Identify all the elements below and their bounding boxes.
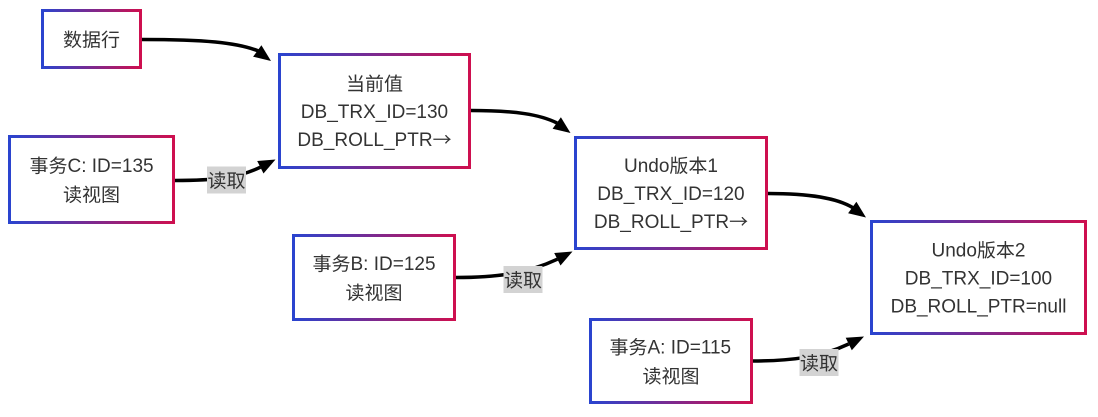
- svg-text:C: ID=135: C: ID=135: [68, 156, 154, 177]
- svg-text:DB_TRX_ID=100: DB_TRX_ID=100: [905, 268, 1052, 289]
- svg-text:2: 2: [1015, 240, 1026, 261]
- svg-text:DB_ROLL_PTR=null: DB_ROLL_PTR=null: [891, 296, 1067, 317]
- svg-text:Undo: Undo: [624, 156, 669, 177]
- svg-text:Undo: Undo: [932, 240, 977, 261]
- svg-text:DB_TRX_ID=130: DB_TRX_ID=130: [301, 102, 448, 123]
- svg-text:DB_TRX_ID=120: DB_TRX_ID=120: [597, 184, 744, 205]
- svg-text:A: ID=115: A: ID=115: [648, 337, 732, 358]
- svg-text:DB_ROLL_PTR: DB_ROLL_PTR: [297, 130, 432, 151]
- svg-text:1: 1: [707, 156, 718, 177]
- svg-text:B: ID=125: B: ID=125: [351, 254, 436, 275]
- svg-text:DB_ROLL_PTR: DB_ROLL_PTR: [594, 212, 729, 233]
